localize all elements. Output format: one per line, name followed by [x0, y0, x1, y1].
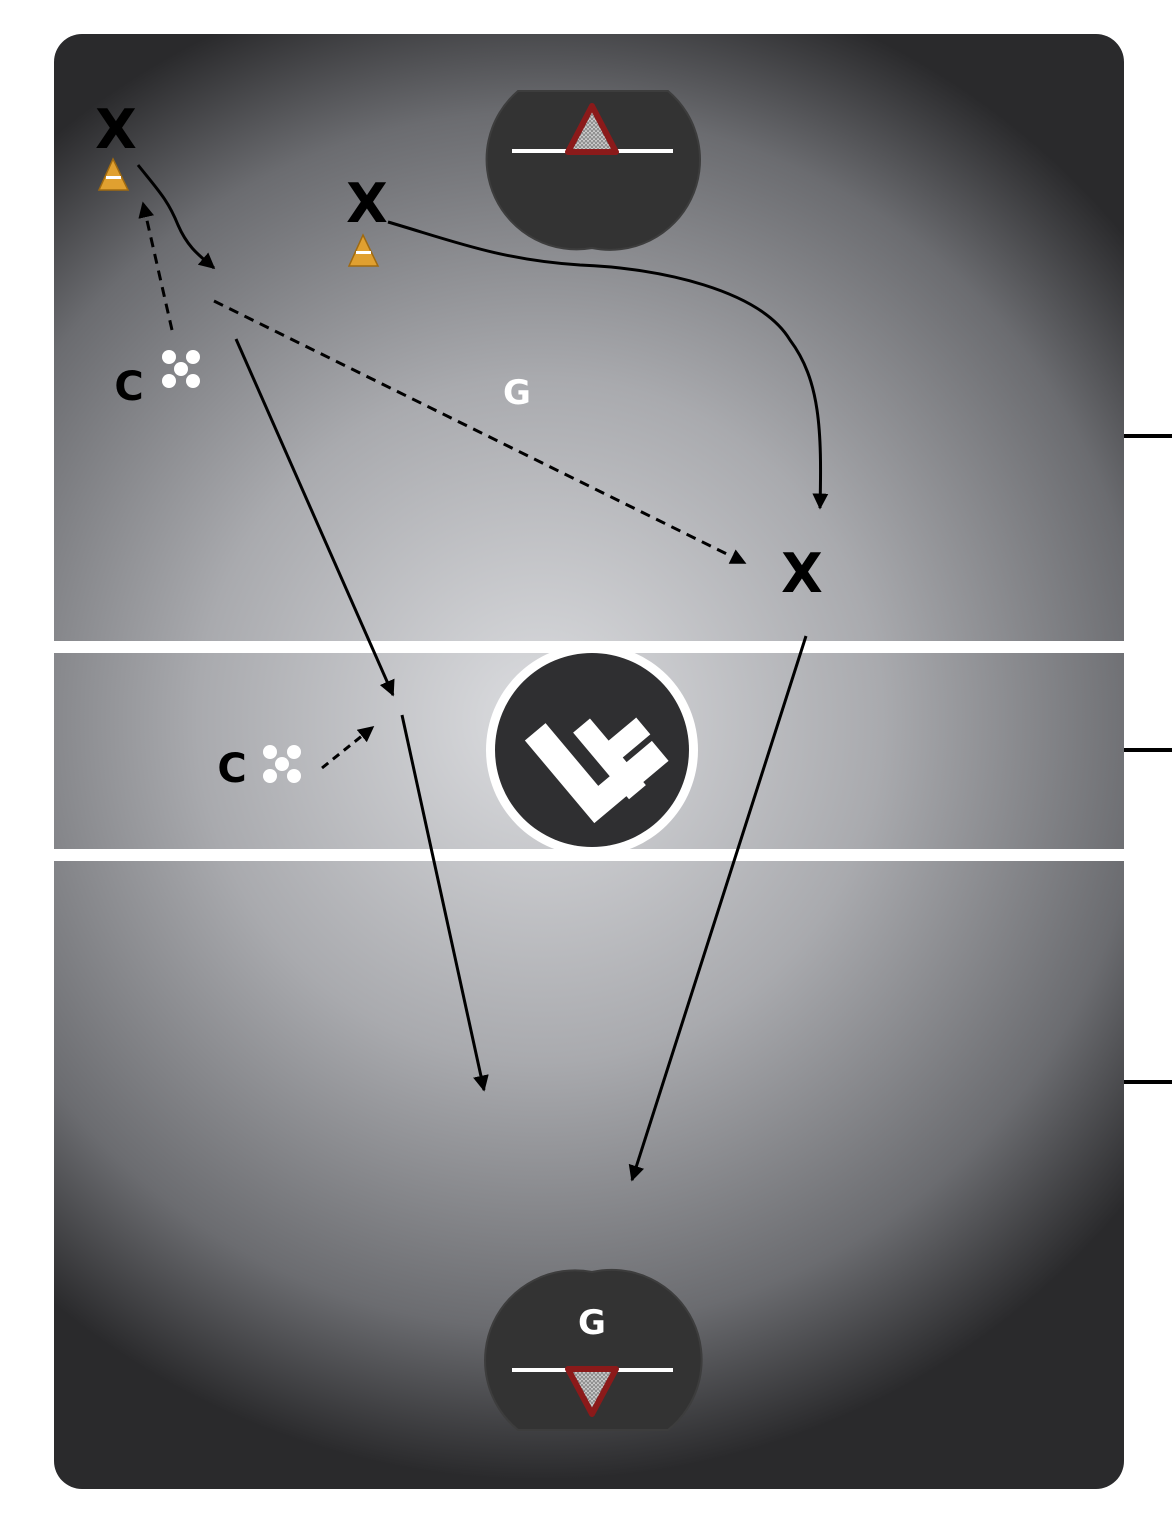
- run-arrow-to-goal: [400, 714, 489, 1092]
- top-crease: [485, 90, 701, 251]
- goalie-marker: G: [578, 1303, 606, 1343]
- goalie-marker: G: [503, 373, 531, 413]
- ball-pile-icon: [162, 350, 200, 388]
- lf-logo-icon: [486, 644, 698, 856]
- ball-pile-icon: [263, 745, 301, 783]
- goal-icon: [565, 1366, 619, 1417]
- coach-marker: C: [114, 364, 143, 410]
- player-x-marker: X: [781, 542, 823, 605]
- run-arrow-long: [234, 338, 395, 697]
- run-arrow-right: [628, 635, 808, 1182]
- cone-icon: [97, 157, 130, 191]
- player-x-marker: X: [95, 98, 137, 161]
- cone-icon: [347, 233, 380, 267]
- pass-arrow-diagonal: [213, 299, 747, 565]
- drill-arrows: [136, 164, 829, 1182]
- player-x-marker: X: [346, 172, 388, 235]
- goal-icon: [565, 103, 619, 155]
- bottom-crease: [484, 1268, 703, 1431]
- curved-run-arrow: [387, 220, 829, 510]
- cut-arrow-1: [136, 164, 216, 270]
- pass-arrow-coach-to-player: [138, 201, 174, 331]
- pass-arrow-coach2: [321, 725, 375, 770]
- coach-marker: C: [217, 746, 246, 792]
